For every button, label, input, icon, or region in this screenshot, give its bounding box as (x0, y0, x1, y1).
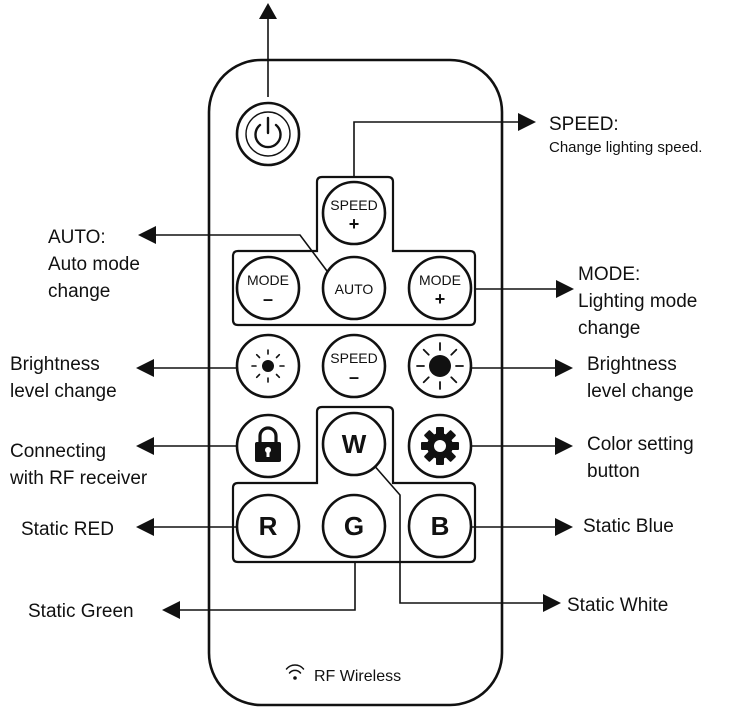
wifi-icon (285, 664, 305, 680)
speed-subtitle: Change lighting speed. (549, 139, 702, 156)
speed-plus-button[interactable]: SPEED + (321, 180, 387, 246)
red-letter: R (259, 511, 278, 541)
green-button[interactable]: G (321, 493, 387, 559)
color-setting-line2: button (587, 461, 640, 482)
static-green-leader (178, 562, 356, 611)
brightness-left-arrowhead (136, 359, 154, 377)
green-letter: G (344, 511, 364, 541)
red-button[interactable]: R (235, 493, 301, 559)
mode-line2: Lighting mode (578, 291, 697, 312)
brightness-left-line2: level change (10, 381, 117, 402)
connect-button[interactable] (235, 413, 301, 479)
gear-icon (421, 427, 459, 465)
speed-plus-label: SPEED (330, 197, 377, 213)
blue-letter: B (431, 511, 450, 541)
brightness-left-line1: Brightness (10, 354, 100, 375)
auto-label: AUTO (335, 281, 374, 297)
static-blue-label: Static Blue (583, 516, 674, 537)
auto-leader (155, 234, 328, 272)
speed-title: SPEED: (549, 114, 619, 135)
speed-plus-leader (353, 121, 520, 177)
connect-arrowhead (136, 437, 154, 455)
brightness-left-annotation: Brightness level change (10, 354, 117, 402)
lock-icon (255, 426, 281, 462)
mode-minus-sign: – (263, 289, 273, 309)
sun-small-icon (251, 349, 285, 383)
static-green-arrowhead (162, 601, 180, 619)
speed-arrowhead (518, 113, 536, 131)
static-white-leader (371, 462, 545, 604)
mode-plus-sign: + (435, 289, 446, 309)
color-setting-line1: Color setting (587, 434, 694, 455)
speed-minus-label: SPEED (330, 350, 377, 366)
mode-line3: change (578, 318, 640, 339)
power-icon (254, 116, 282, 149)
brightness-right-arrowhead (555, 359, 573, 377)
auto-annotation: AUTO: Auto mode change (48, 227, 140, 302)
rf-wireless-text: RF Wireless (314, 668, 401, 685)
auto-line3: change (48, 281, 110, 302)
brightness-up-button[interactable] (407, 333, 473, 399)
color-setting-annotation: Color setting button (587, 434, 694, 482)
rf-wireless-footer: RF Wireless (285, 664, 401, 685)
mode-plus-label: MODE (419, 272, 461, 288)
white-letter: W (342, 429, 367, 459)
mode-minus-label: MODE (247, 272, 289, 288)
mode-arrowhead (556, 280, 574, 298)
connect-line2: with RF receiver (9, 468, 148, 489)
brightness-right-annotation: Brightness level change (587, 354, 694, 402)
mode-plus-button[interactable]: MODE + (407, 255, 473, 321)
auto-line2: Auto mode (48, 254, 140, 275)
top-button-group-outline (231, 175, 477, 327)
blue-button[interactable]: B (407, 493, 473, 559)
auto-arrowhead (138, 226, 156, 244)
leader-lines (136, 3, 574, 619)
mode-minus-button[interactable]: MODE – (235, 255, 301, 321)
static-green-label: Static Green (28, 601, 134, 622)
connect-line1: Connecting (10, 441, 106, 462)
speed-minus-sign: – (349, 367, 359, 387)
color-setting-arrowhead (555, 437, 573, 455)
static-red-arrowhead (136, 518, 154, 536)
connect-annotation: Connecting with RF receiver (9, 441, 148, 489)
bottom-button-group-outline (231, 405, 477, 564)
speed-minus-button[interactable]: SPEED – (321, 333, 387, 399)
white-button[interactable]: W (321, 411, 387, 477)
auto-button[interactable]: AUTO (321, 255, 387, 321)
sun-large-icon (416, 342, 464, 390)
power-button[interactable] (235, 101, 301, 167)
mode-annotation: MODE: Lighting mode change (578, 264, 697, 339)
mode-line1: MODE: (578, 264, 640, 285)
static-blue-arrowhead (555, 518, 573, 536)
static-white-arrowhead (543, 594, 561, 612)
speed-annotation: SPEED: Change lighting speed. (549, 114, 702, 156)
speed-plus-sign: + (349, 214, 360, 234)
power-arrowhead (259, 3, 277, 19)
auto-line1: AUTO: (48, 227, 106, 248)
brightness-right-line2: level change (587, 381, 694, 402)
color-setting-button[interactable] (407, 413, 473, 479)
static-white-label: Static White (567, 595, 668, 616)
static-red-label: Static RED (21, 519, 114, 540)
brightness-right-line1: Brightness (587, 354, 677, 375)
brightness-down-button[interactable] (235, 333, 301, 399)
